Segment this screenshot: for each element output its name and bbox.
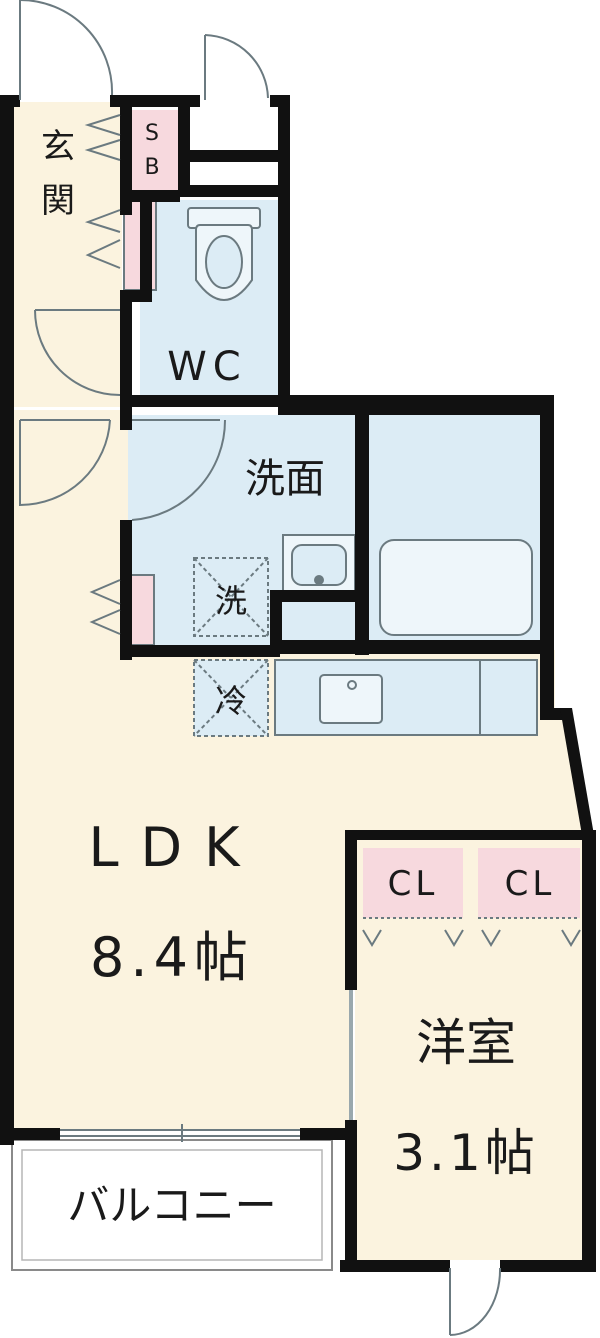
youshitsu-bottom-door [449,1267,502,1336]
toilet-icon [187,207,261,301]
kitchen-counter [274,659,538,736]
sb-label-b: B [144,155,159,180]
genkan-label-1: 玄 [41,127,75,167]
senmen-label: 洗面 [245,456,325,502]
storage-door-top [204,34,269,100]
youshitsu-size: 3.1帖 [393,1124,539,1182]
cl-right-floor [478,848,580,918]
genkan-label-2: 関 [41,181,75,221]
fridge-label: 冷 [215,682,247,720]
labels: 玄 関 S B WC 洗面 洗 冷 LDK 8.4帖 CL CL 洋室 3.1帖… [41,121,556,1230]
washer-label: 洗 [215,582,247,620]
bathtub-icon [379,539,533,636]
wc-label: WC [167,344,246,390]
balcony-window [60,1124,300,1142]
sb-label-s: S [145,121,159,146]
cl-right-label: CL [505,864,556,904]
youshitsu-label: 洋室 [416,1014,516,1072]
kitchen-sink [319,674,383,724]
ldk-label: LDK [88,816,261,879]
cl-left-floor [363,848,463,918]
ldk-size: 8.4帖 [90,926,254,989]
cl-left-label: CL [388,864,439,904]
genkan-closet-doors [84,114,121,635]
balcony [11,1139,333,1271]
walls [0,95,596,1272]
doors [19,0,581,1336]
ldk-floor [12,410,586,1130]
washroom-door [131,419,227,521]
ldk-door [19,419,111,507]
genkan-floor [12,102,122,407]
wc-door [34,309,121,396]
entrance-door [19,0,114,100]
cl-door-marks [362,917,581,947]
sb-floor [124,110,179,190]
balcony-label: バルコニー [67,1181,276,1230]
